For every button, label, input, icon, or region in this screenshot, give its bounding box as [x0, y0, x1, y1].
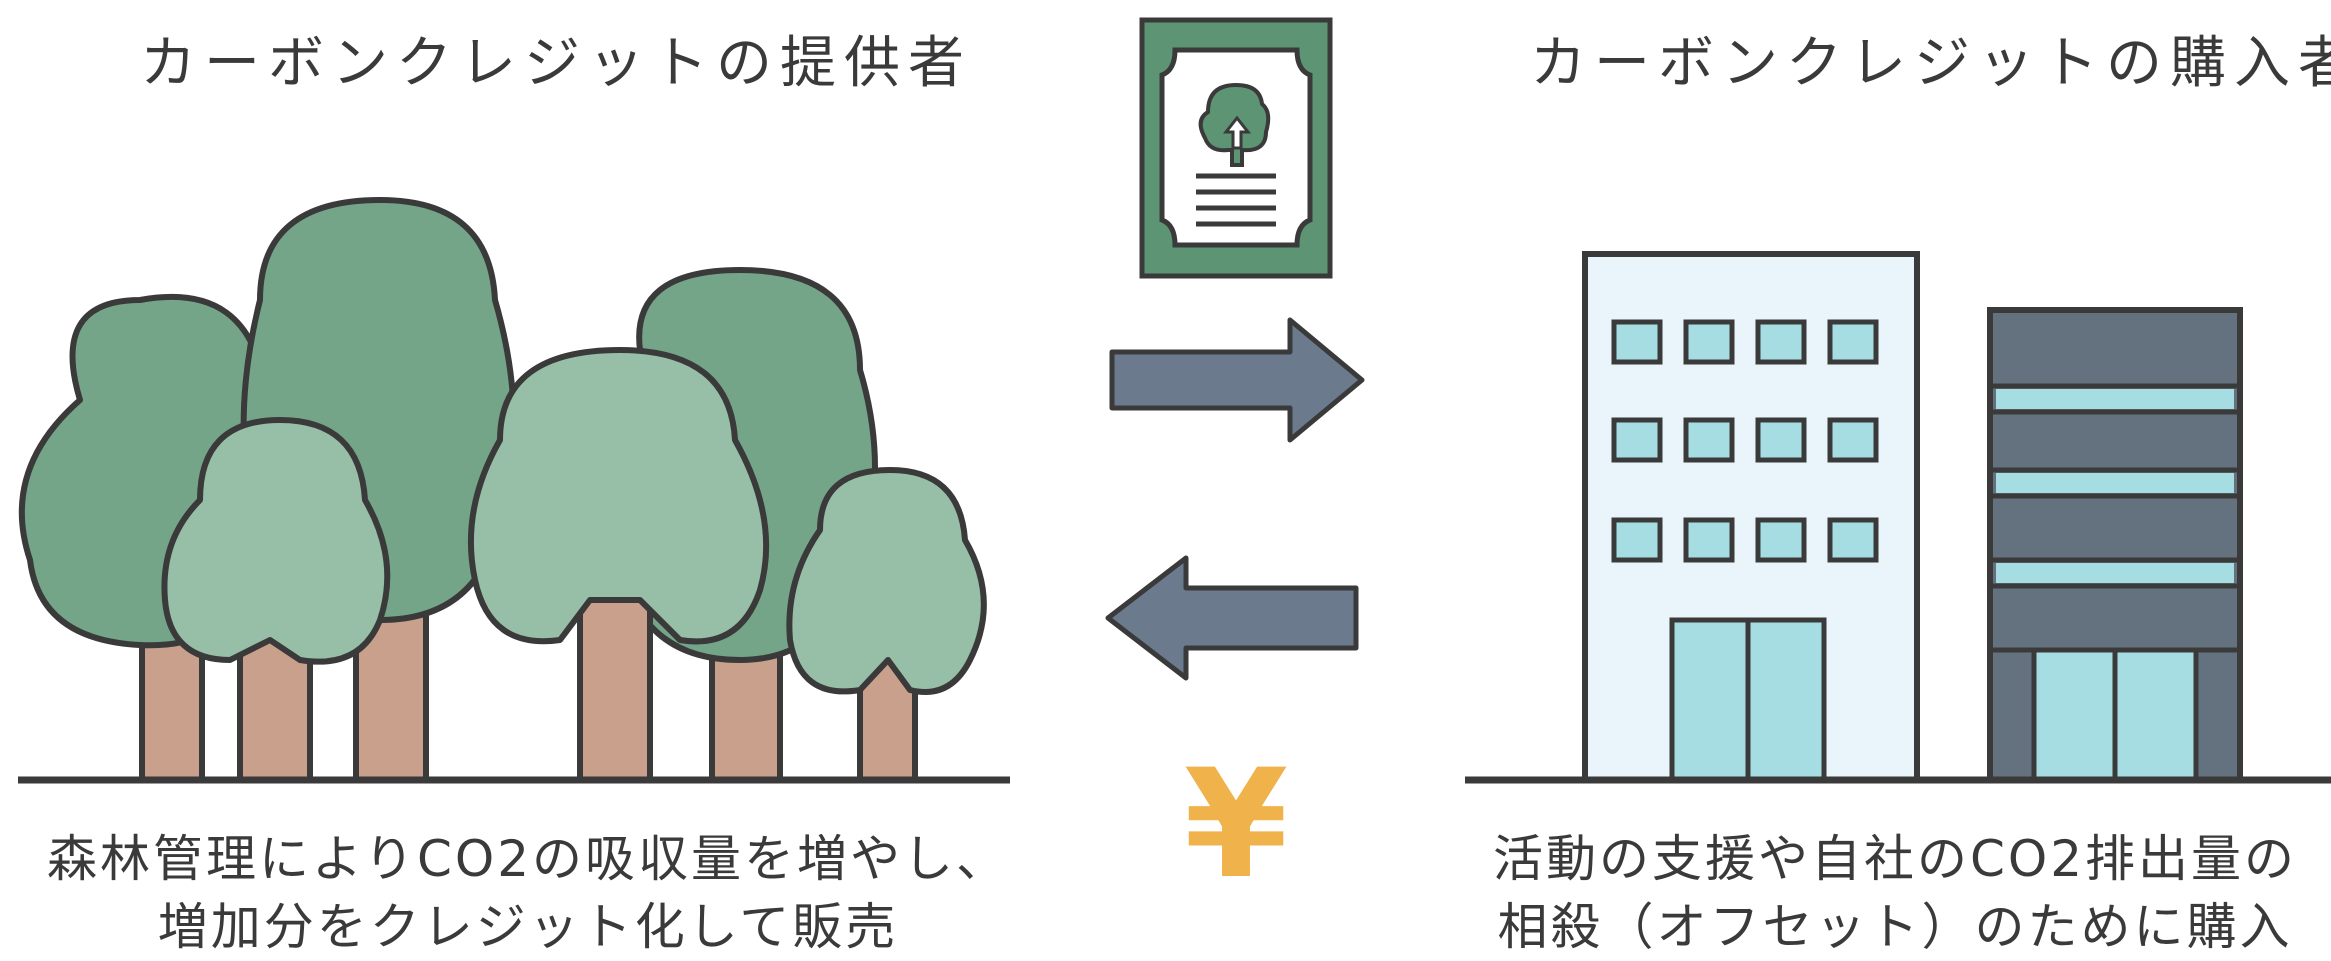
tree-canopy — [467, 347, 770, 645]
certificate-icon — [1139, 17, 1333, 279]
yen-icon: ¥ — [1183, 738, 1289, 912]
buyer-title: カーボンクレジットの購入者 — [1530, 31, 2331, 96]
buyer-description-line-2: 相殺（オフセット）のために購入 — [1497, 898, 2293, 956]
left-arrow-icon — [1105, 555, 1359, 681]
office-building-light — [1582, 251, 1920, 783]
buyer-description-line-1: 活動の支援や自社のCO2排出量の — [1492, 830, 2298, 888]
forest-illustration — [18, 197, 987, 783]
right-arrow-icon — [1109, 317, 1365, 443]
office-building-dark — [1987, 307, 2243, 783]
provider-description-line-1: 森林管理によりCO2の吸収量を増やし、 — [46, 830, 1010, 888]
provider-description: 森林管理によりCO2の吸収量を増やし、 増加分をクレジット化して販売 — [38, 825, 1018, 961]
provider-description-line-2: 増加分をクレジット化して販売 — [157, 898, 899, 956]
tree-canopy — [786, 467, 987, 695]
provider-title: カーボンクレジットの提供者 — [140, 31, 972, 96]
tree-canopy — [161, 417, 391, 665]
buyer-description: 活動の支援や自社のCO2排出量の 相殺（オフセット）のために購入 — [1460, 825, 2330, 961]
